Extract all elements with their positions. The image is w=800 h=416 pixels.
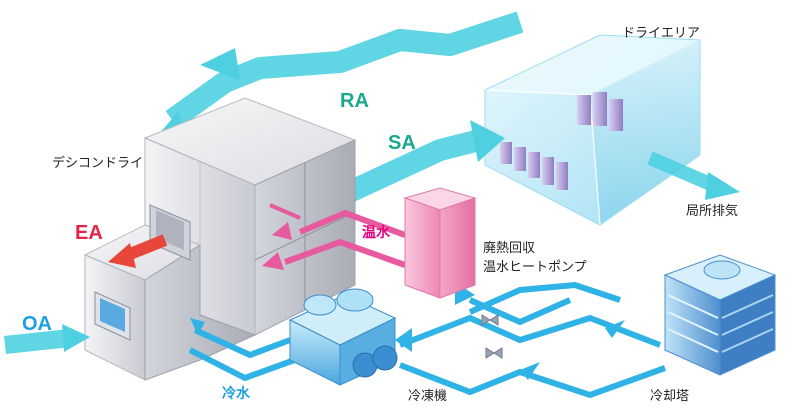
oa-outdoor-air-arrow <box>4 324 90 354</box>
ea-label: EA <box>75 222 103 244</box>
heat-pump-label-line1: 廃熱回収 <box>483 241 536 256</box>
hot-water-pipes <box>262 203 407 270</box>
ea-exhaust-arrow <box>108 234 168 268</box>
pipe-valves <box>481 314 503 359</box>
heat-pump-label-line2: 温水ヒートポンプ <box>483 260 587 275</box>
cold-water-label: 冷水 <box>222 386 250 402</box>
cold-water-pipes <box>188 281 667 399</box>
desiccant-dry-label: デシコンドライ <box>52 156 144 171</box>
desiccant-dry-unit <box>83 97 357 381</box>
dry-area-room <box>484 34 701 226</box>
sa-label: SA <box>388 132 416 154</box>
process-equipment <box>500 92 623 190</box>
chiller-unit <box>288 288 398 386</box>
ra-label: RA <box>340 90 369 112</box>
hot-water-label: 温水 <box>362 225 390 241</box>
local-exhaust-label: 局所排気 <box>686 204 739 219</box>
local-exhaust-arrow <box>647 151 740 200</box>
cooling-tower-label: 冷却塔 <box>650 389 690 404</box>
dry-area-label: ドライエリア <box>622 26 700 41</box>
cooling-tower-unit <box>663 254 777 376</box>
oa-label: OA <box>22 313 52 335</box>
chiller-label: 冷凍機 <box>408 389 448 404</box>
heat-pump-unit <box>403 187 477 299</box>
